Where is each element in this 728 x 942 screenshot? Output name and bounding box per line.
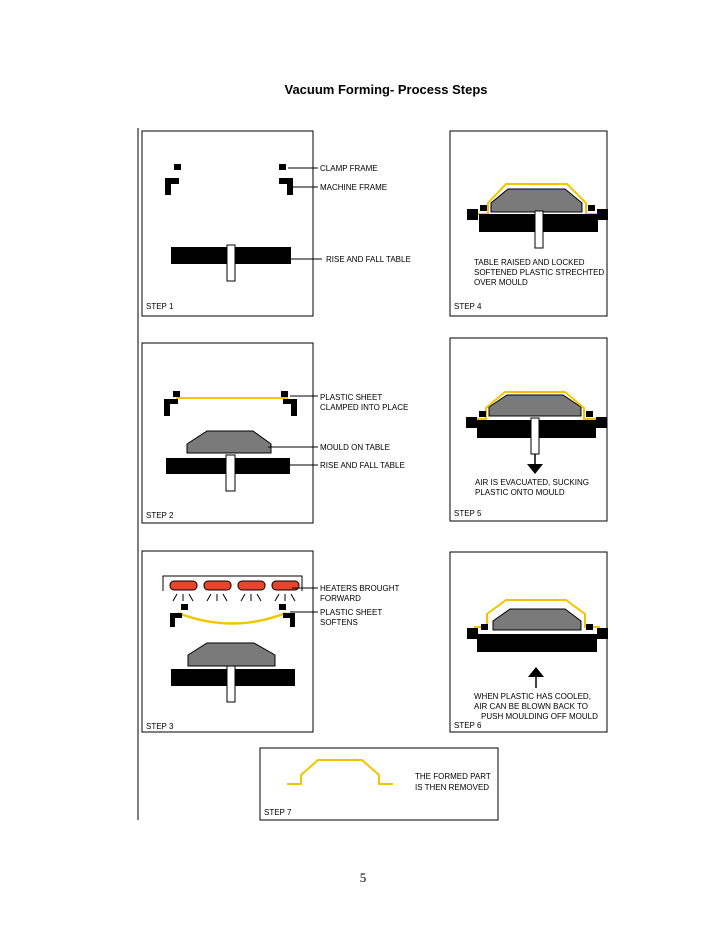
step-6-label: STEP 6 <box>454 721 482 730</box>
label-softened-plastic: SOFTENED PLASTIC STRECHTED <box>474 268 604 277</box>
plastic-sheet-sagging <box>177 611 287 625</box>
step-5-frame <box>449 337 608 522</box>
label-clamp-frame: CLAMP FRAME <box>320 164 378 173</box>
table-shaft <box>530 417 540 455</box>
table-shaft <box>226 665 236 703</box>
machine-frame-right <box>597 209 608 220</box>
label-rise-fall-table: RISE AND FALL TABLE <box>320 461 405 470</box>
machine-frame-left <box>467 628 478 639</box>
label-removed: IS THEN REMOVED <box>415 783 489 792</box>
label-over-mould: OVER MOULD <box>474 278 528 287</box>
machine-frame-right <box>596 417 607 428</box>
label-push-moulding: PUSH MOULDING OFF MOULD <box>481 712 598 721</box>
clamp-left <box>480 205 487 211</box>
step-3-frame <box>141 550 314 733</box>
step-4-label: STEP 4 <box>454 302 482 311</box>
plastic-sheet-formed <box>472 391 600 420</box>
clamp-left <box>481 624 488 630</box>
clamp-frame-left <box>174 164 181 170</box>
label-plastic-sheet: PLASTIC SHEET <box>320 393 382 402</box>
machine-frame-right <box>283 613 295 627</box>
label-machine-frame: MACHINE FRAME <box>320 183 387 192</box>
table-shaft <box>226 244 236 282</box>
label-plastic-sheet: PLASTIC SHEET <box>320 608 382 617</box>
step-4-frame <box>449 130 608 317</box>
step-6-frame <box>449 551 608 733</box>
machine-frame-right <box>283 399 297 416</box>
clamp-frame-right <box>279 604 286 610</box>
mould <box>490 188 583 213</box>
clamp-frame-left <box>181 604 188 610</box>
clamp-right <box>586 624 593 630</box>
clamp-frame-left <box>173 391 180 397</box>
machine-frame-left <box>164 399 178 416</box>
air-out-arrow-icon <box>527 464 543 474</box>
label-plastic-onto-mould: PLASTIC ONTO MOULD <box>475 488 565 497</box>
heat-rays <box>172 593 296 602</box>
step-1-panel: CLAMP FRAME MACHINE FRAME RISE AND FALL … <box>141 130 411 317</box>
step-3-panel: HEATERS BROUGHT FORWARD PLASTIC SHEET SO… <box>141 550 400 733</box>
mould <box>492 608 582 631</box>
heaters <box>169 580 300 591</box>
label-forward: FORWARD <box>320 594 361 603</box>
step-1-frame <box>141 130 314 317</box>
table-shaft <box>534 210 544 249</box>
machine-frame-left <box>170 613 182 627</box>
step-4-panel: TABLE RAISED AND LOCKED SOFTENED PLASTIC… <box>449 130 608 317</box>
clamp-right <box>586 411 593 417</box>
formed-part <box>287 759 393 785</box>
label-heaters: HEATERS BROUGHT <box>320 584 400 593</box>
machine-frame-left <box>466 417 477 428</box>
label-air-blown-back: AIR CAN BE BLOWN BACK TO <box>474 702 588 711</box>
clamp-left <box>479 411 486 417</box>
label-table-raised: TABLE RAISED AND LOCKED <box>474 258 585 267</box>
mould <box>186 430 272 454</box>
step-7-frame <box>259 747 499 821</box>
step-5-label: STEP 5 <box>454 509 482 518</box>
machine-frame-right <box>597 628 608 639</box>
step-7-label: STEP 7 <box>264 808 292 817</box>
page-number: 5 <box>359 870 367 885</box>
label-softens: SOFTENS <box>320 618 358 627</box>
clamp-right <box>588 205 595 211</box>
table-top <box>477 634 597 652</box>
machine-frame-left <box>165 178 179 195</box>
plastic-sheet-stretched <box>474 183 602 215</box>
label-formed-part: THE FORMED PART <box>415 772 491 781</box>
machine-frame-left <box>467 209 478 220</box>
mould <box>488 394 582 417</box>
step-2-panel: PLASTIC SHEET CLAMPED INTO PLACE MOULD O… <box>141 342 408 524</box>
step-2-frame <box>141 342 314 524</box>
step-2-label: STEP 2 <box>146 511 174 520</box>
air-in-arrow-icon <box>528 667 544 677</box>
mould <box>187 642 276 667</box>
step-5-panel: AIR IS EVACUATED, SUCKING PLASTIC ONTO M… <box>449 337 608 522</box>
heater-bracket <box>162 575 303 591</box>
label-air-evacuated: AIR IS EVACUATED, SUCKING <box>475 478 589 487</box>
label-clamped: CLAMPED INTO PLACE <box>320 403 408 412</box>
label-plastic-cooled: WHEN PLASTIC HAS COOLED, <box>474 692 591 701</box>
step-7-panel: THE FORMED PART IS THEN REMOVED STEP 7 <box>259 747 499 821</box>
table-shaft <box>225 454 236 492</box>
step-3-label: STEP 3 <box>146 722 174 731</box>
step-6-panel: WHEN PLASTIC HAS COOLED, AIR CAN BE BLOW… <box>449 551 608 733</box>
clamp-frame-right <box>279 164 286 170</box>
clamp-frame-right <box>281 391 288 397</box>
label-rise-fall-table: RISE AND FALL TABLE <box>326 255 411 264</box>
machine-frame-right <box>279 178 293 195</box>
step-1-label: STEP 1 <box>146 302 174 311</box>
page-title: Vacuum Forming- Process Steps <box>284 82 488 97</box>
label-mould-on-table: MOULD ON TABLE <box>320 443 390 452</box>
